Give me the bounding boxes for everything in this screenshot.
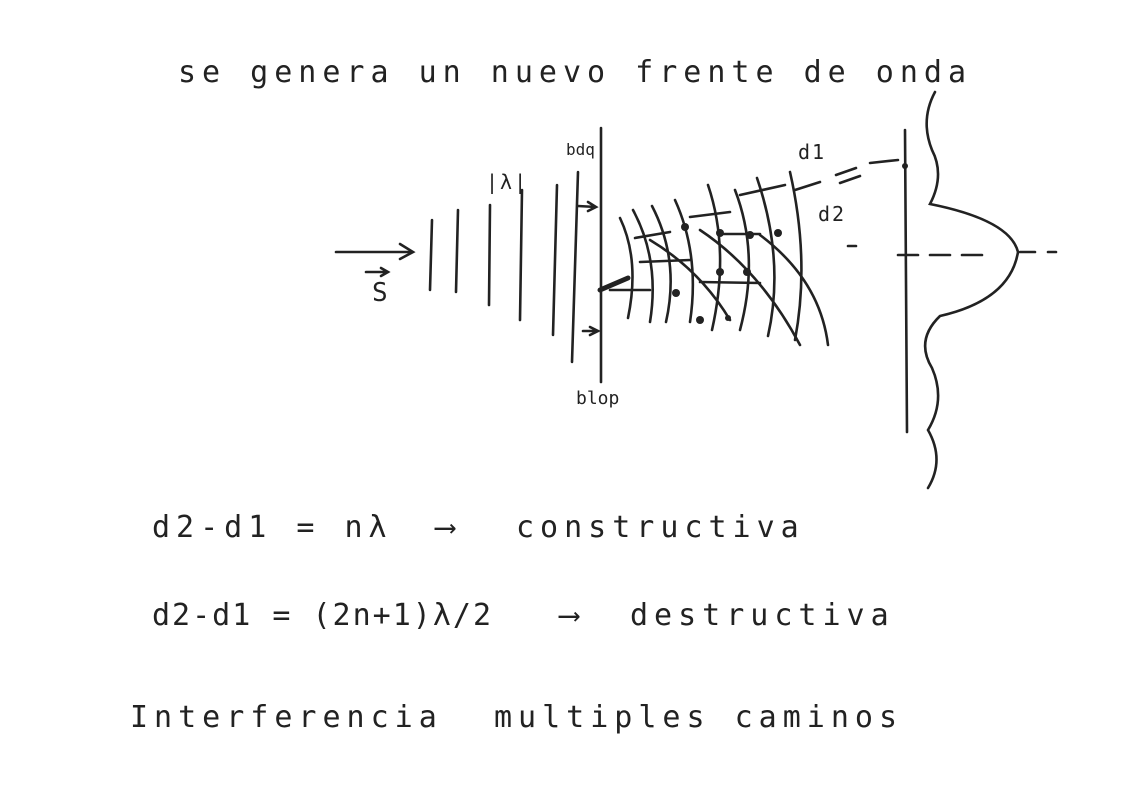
plane-wave (551, 183, 559, 337)
top-slit-label: bdq (566, 140, 595, 159)
arrow-icon (581, 325, 601, 337)
arrow-right-icon: ⟶ (560, 598, 585, 633)
plane-wave (454, 208, 460, 294)
multiple-paths-label: multiples caminos (494, 700, 904, 735)
plane-wave (487, 203, 492, 307)
d1-label: d1 (798, 140, 827, 164)
bottom-slit-label: blop (576, 388, 620, 409)
arrow-icon (576, 200, 599, 213)
destructive-result: destructiva (630, 598, 895, 633)
constructive-result: constructiva (516, 510, 805, 545)
d2-label: d2 (818, 202, 847, 226)
arrow-right-icon: ⟶ (436, 510, 461, 545)
source-label: S (372, 278, 390, 308)
heading-text: se genera un nuevo frente de onda (178, 55, 973, 90)
arrow-head-icon (398, 242, 416, 261)
screen-line (903, 128, 909, 434)
plane-wave (518, 188, 524, 322)
constructive-equation: d2-d1 = nλ (152, 510, 393, 545)
plane-wave (570, 170, 580, 364)
wavelength-label: |λ| (486, 170, 529, 194)
interference-label: Interferencia (130, 700, 443, 735)
intensity-pattern (923, 90, 1020, 490)
destructive-equation: d2-d1 = (2n+1)λ/2 (152, 598, 494, 633)
plane-wave (428, 218, 434, 292)
